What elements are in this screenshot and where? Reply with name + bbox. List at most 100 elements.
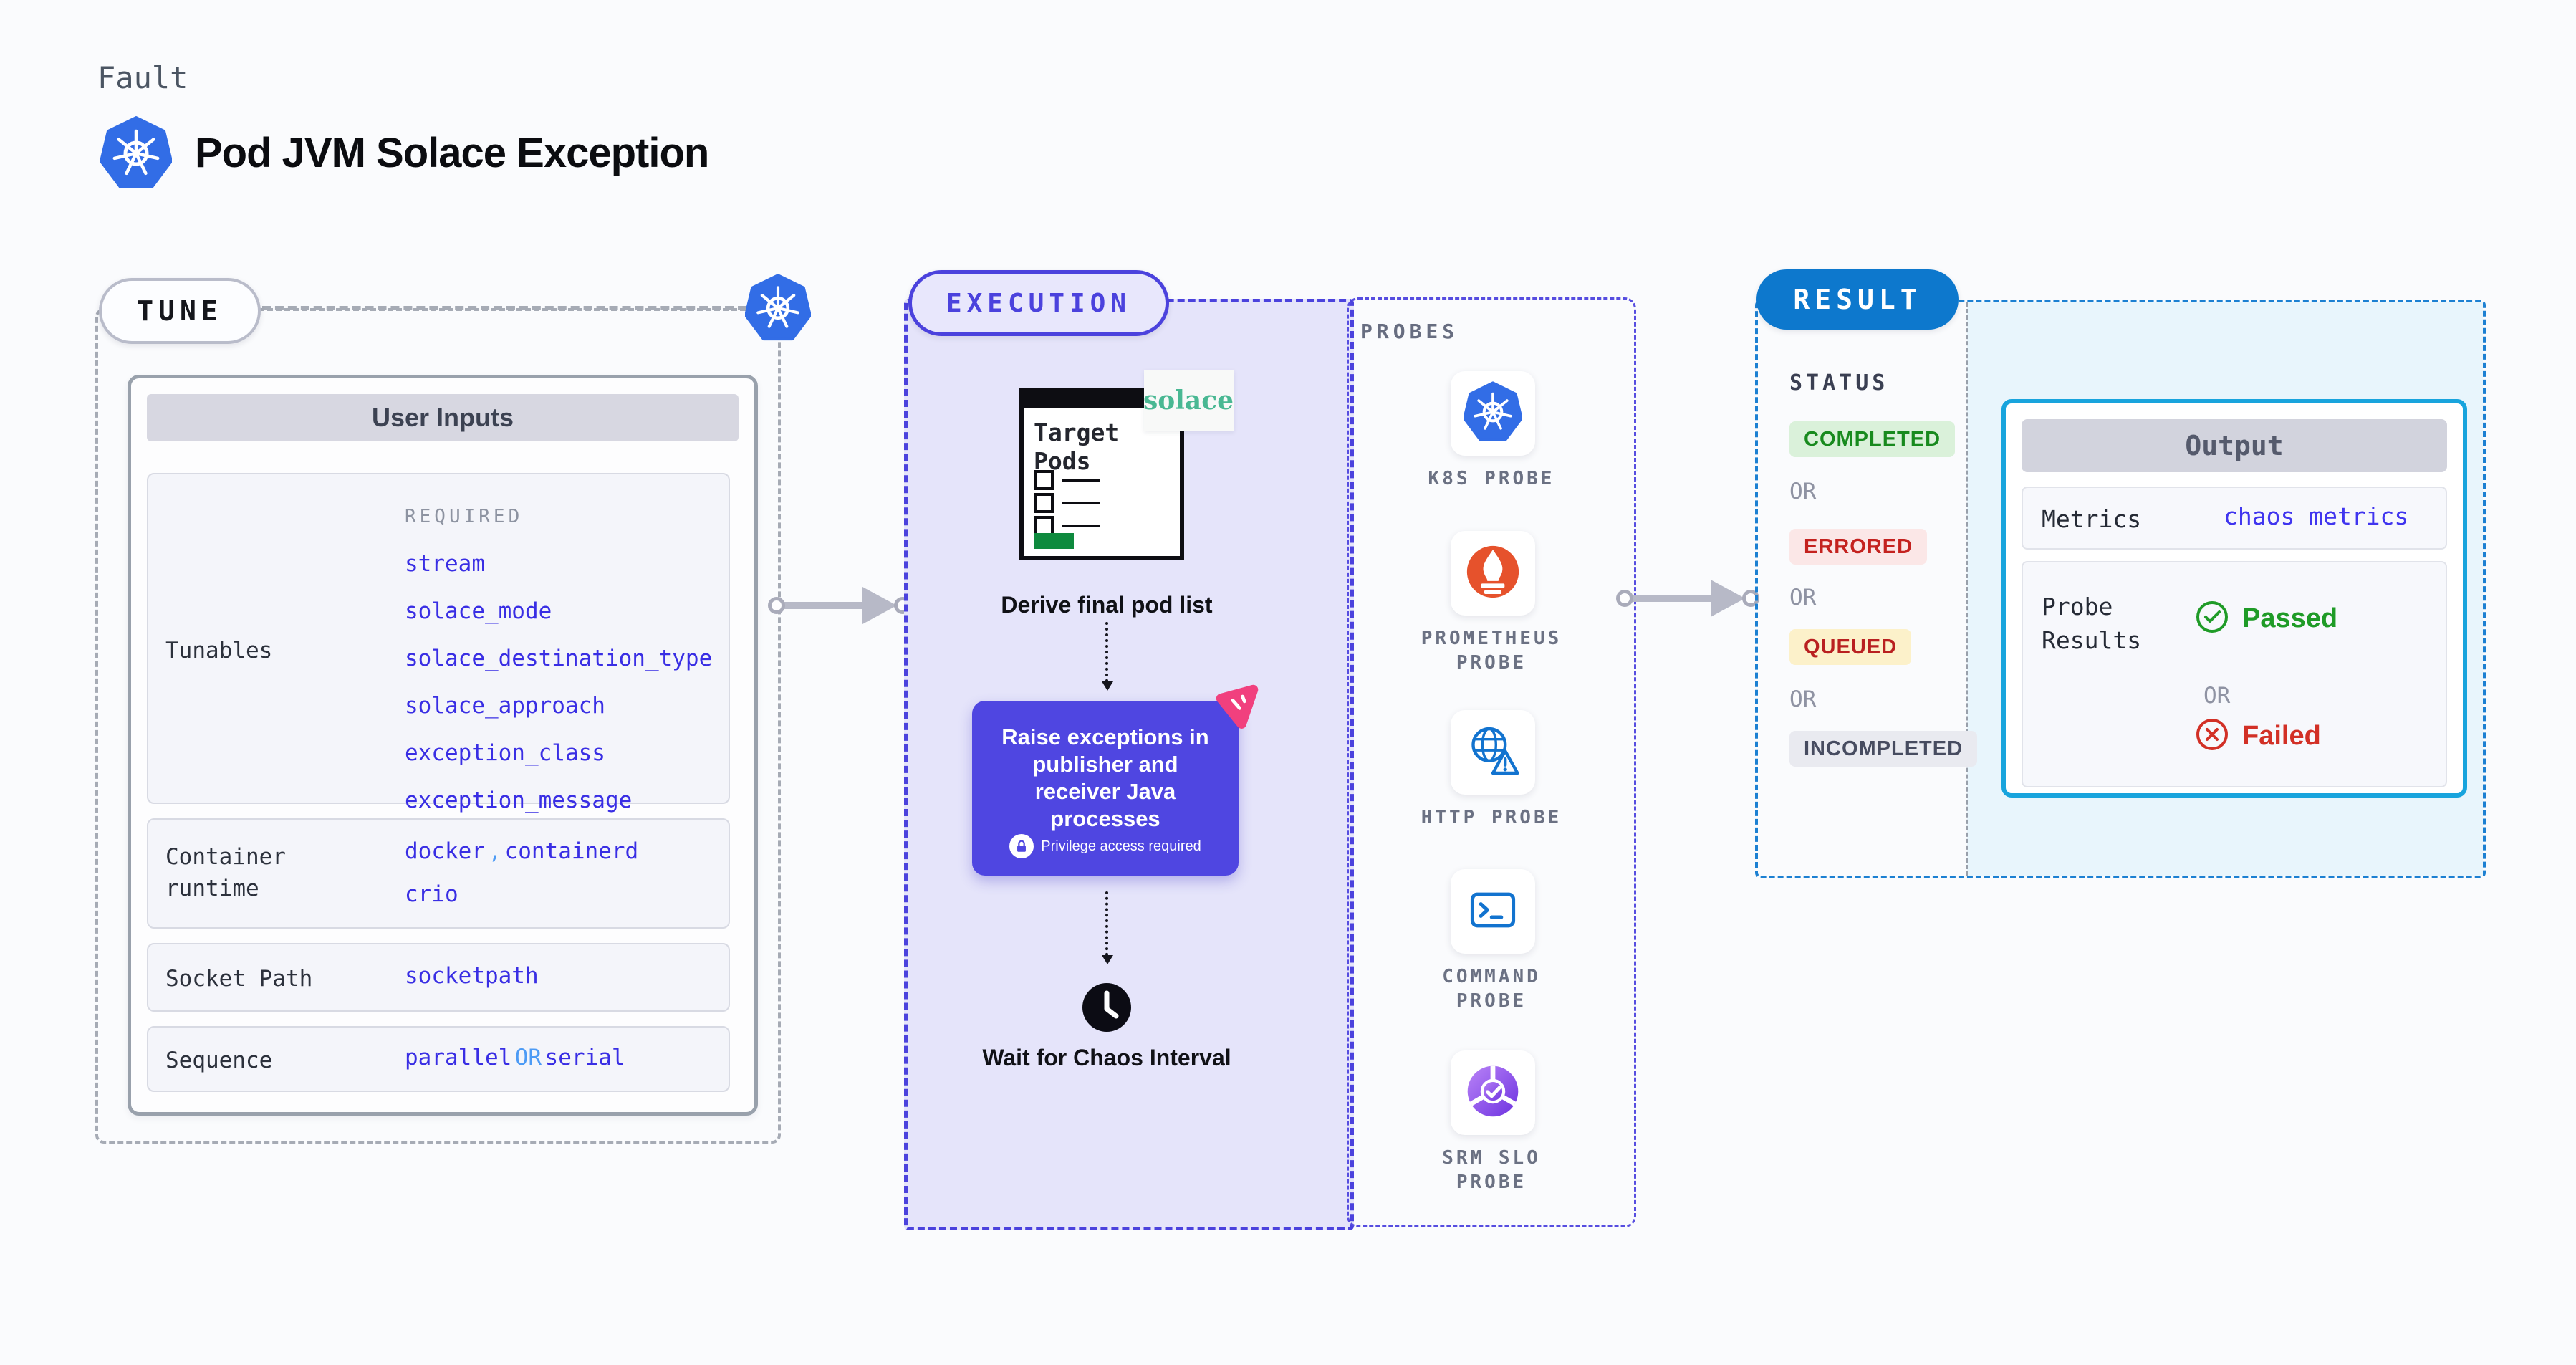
sequence-or: OR: [514, 1045, 542, 1071]
pod-checkbox-row: [1034, 493, 1100, 513]
status-badge-incompleted: INCOMPLETED: [1789, 731, 1978, 767]
sequence-row: Sequence parallel OR serial: [147, 1026, 730, 1092]
status-heading: STATUS: [1789, 370, 1889, 396]
tunable-value: solace_approach: [405, 693, 605, 719]
container-runtime-row: Container runtime docker , containerd cr…: [147, 818, 730, 929]
tunable-value: exception_message: [405, 787, 633, 813]
kubernetes-icon: [1463, 380, 1523, 446]
tune-pill: TUNE: [99, 278, 261, 344]
metrics-value: chaos metrics: [2224, 502, 2409, 530]
probe-results-row: Probe Results Passed OR Failed: [2022, 561, 2447, 787]
status-badge-errored: ERRORED: [1789, 529, 1928, 565]
sequence-value: serial: [544, 1045, 625, 1071]
tunable-value: exception_class: [405, 740, 605, 766]
derive-pod-list-label: Derive final pod list: [1001, 592, 1213, 618]
arrow-tune-to-execution: [768, 587, 911, 624]
privilege-label: Privilege access required: [1041, 838, 1201, 854]
container-runtime-values: docker , containerd: [405, 838, 638, 864]
probe-label: COMMAND PROBE: [1442, 966, 1541, 1012]
runtime-value: containerd: [504, 838, 639, 864]
failed-result: Failed: [2195, 717, 2321, 755]
probe-card: [1451, 531, 1535, 616]
tunables-row: Tunables REQUIRED stream solace_mode sol…: [147, 473, 730, 813]
socket-path-value: socketpath: [405, 963, 539, 989]
status-badge-queued: QUEUED: [1789, 629, 1912, 665]
tunable-value: stream: [405, 551, 485, 577]
tunables-label: Tunables: [165, 638, 273, 664]
passed-result: Passed: [2195, 600, 2337, 638]
kubernetes-icon: [100, 116, 173, 191]
target-pods-title: Target Pods: [1034, 418, 1120, 475]
result-panel: STATUS COMPLETED OR ERRORED OR QUEUED OR…: [1755, 300, 2486, 878]
tune-label: TUNE: [137, 295, 223, 327]
probe-card: [1451, 1050, 1535, 1135]
prometheus-icon: [1462, 541, 1524, 606]
tune-connector-line: [262, 306, 746, 310]
probe-label: PROMETHEUS PROBE: [1421, 628, 1562, 674]
privilege-row: Privilege access required: [972, 834, 1239, 858]
metrics-row: Metrics chaos metrics: [2022, 487, 2447, 550]
probes-panel: PROBES K8S PROBE PROMETHEUS PROBE HTTP P…: [1347, 297, 1636, 1227]
metrics-label: Metrics: [2042, 505, 2142, 533]
runtime-value: crio: [405, 881, 458, 907]
probes-heading: PROBES: [1360, 320, 1459, 343]
check-circle-icon: [2195, 600, 2229, 638]
probe-results-or: OR: [2203, 683, 2231, 709]
sequence-label: Sequence: [165, 1048, 273, 1073]
arrow-execution-to-result: [1616, 580, 1759, 617]
wait-chaos-interval-label: Wait for Chaos Interval: [982, 1045, 1231, 1071]
probe-card: [1451, 371, 1535, 456]
http-globe-icon: [1462, 720, 1524, 785]
status-or: OR: [1789, 479, 1817, 504]
page-title: Pod JVM Solace Exception: [195, 130, 709, 176]
terminal-icon: [1463, 880, 1523, 944]
solace-logo: solace: [1143, 370, 1234, 431]
pod-checkbox-row: [1034, 470, 1100, 490]
output-header: Output: [2022, 419, 2447, 472]
tunables-values: REQUIRED stream solace_mode solace_desti…: [405, 493, 712, 824]
probe-label: K8S PROBE: [1428, 468, 1555, 489]
status-or: OR: [1789, 585, 1817, 610]
probe-results-label: Probe Results: [2042, 593, 2142, 654]
x-circle-icon: [2195, 717, 2229, 755]
execution-panel: Target Pods solace Derive final pod list…: [904, 299, 1354, 1230]
tunable-value: solace_mode: [405, 598, 552, 624]
output-card: Output Metrics chaos metrics Probe Resul…: [2001, 399, 2467, 798]
container-runtime-label: Container runtime: [165, 844, 286, 901]
probe-label: HTTP PROBE: [1421, 807, 1562, 828]
flow-arrow-down: [1102, 891, 1113, 964]
runtime-separator: ,: [488, 838, 502, 864]
probe-card: [1451, 869, 1535, 954]
tunable-value: solace_destination_type: [405, 646, 713, 671]
status-or: OR: [1789, 686, 1817, 712]
sequence-value: parallel: [405, 1045, 512, 1071]
green-button: [1034, 533, 1074, 549]
status-badge-completed: COMPLETED: [1789, 421, 1956, 457]
flow-arrow-down: [1102, 622, 1113, 691]
slo-pie-icon: [1463, 1061, 1523, 1125]
result-pill: RESULT: [1756, 269, 1959, 330]
solace-logo-text: solace: [1143, 385, 1234, 416]
required-label: REQUIRED: [405, 506, 524, 527]
socket-path-row: Socket Path socketpath: [147, 943, 730, 1012]
socket-path-label: Socket Path: [165, 966, 313, 992]
failed-label: Failed: [2242, 721, 2321, 751]
fault-kicker: Fault: [97, 60, 188, 95]
lock-icon: [1009, 834, 1034, 858]
execution-label: EXECUTION: [946, 288, 1132, 318]
user-inputs-header: User Inputs: [147, 394, 739, 441]
passed-label: Passed: [2242, 603, 2338, 633]
raise-exceptions-text: Raise exceptions in publisher and receiv…: [1001, 724, 1209, 831]
clock-icon: [1081, 982, 1133, 1033]
litmus-chaos-icon: [1211, 683, 1260, 732]
execution-pill: EXECUTION: [908, 270, 1169, 336]
kubernetes-icon: [744, 274, 812, 343]
probe-card: [1451, 710, 1535, 795]
sequence-values: parallel OR serial: [405, 1045, 625, 1071]
result-label: RESULT: [1793, 284, 1922, 315]
user-inputs-card: User Inputs Tunables REQUIRED stream sol…: [128, 375, 758, 1116]
runtime-value: docker: [405, 838, 485, 864]
raise-exceptions-box: Raise exceptions in publisher and receiv…: [972, 701, 1239, 876]
window-titlebar: [1023, 392, 1181, 408]
